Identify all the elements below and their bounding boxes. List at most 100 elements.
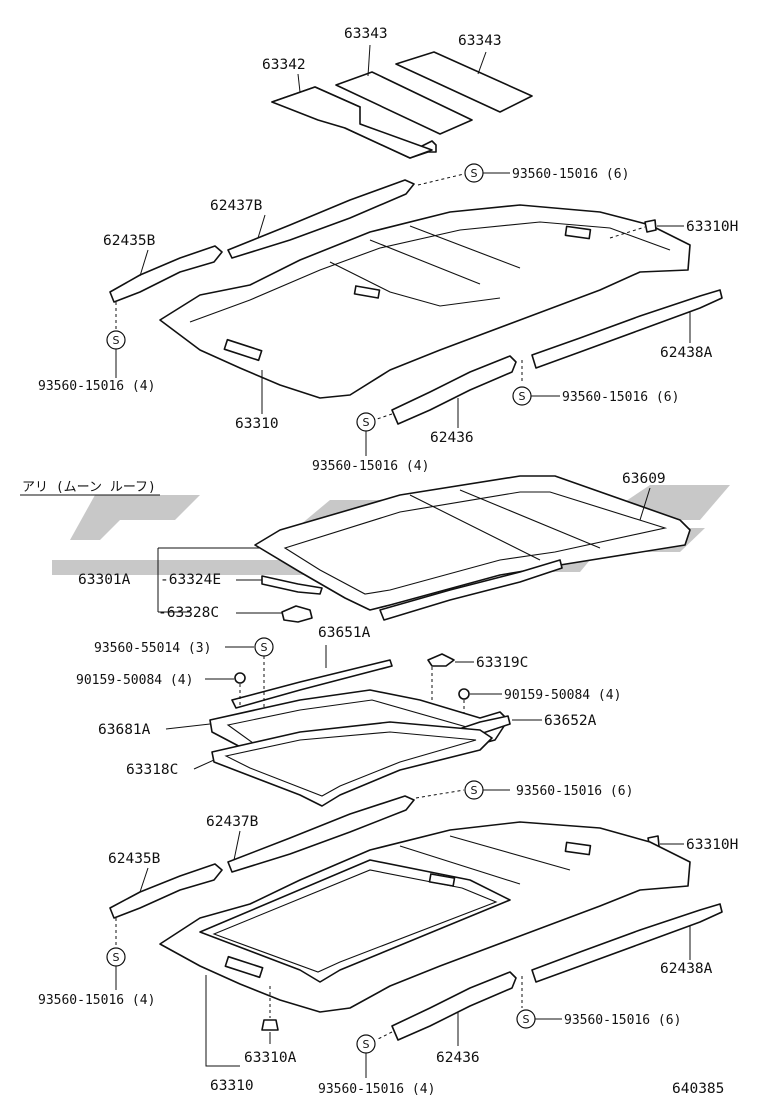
label-bolt-low-mid-right: 93560-15016 (6) [564, 1013, 681, 1028]
frame-63609 [254, 475, 691, 611]
rear-lamp-opening [564, 225, 592, 240]
label-62435b-bot: 62435B [108, 851, 161, 867]
s-text-low-left: S [113, 951, 120, 964]
label-62435b-top: 62435B [103, 233, 156, 249]
pad-63343-b [395, 51, 533, 113]
clip-63328c [281, 605, 313, 623]
dash-bolt-mid-left [373, 413, 393, 421]
label-63310h-bot: 63310H [686, 837, 738, 853]
strip-63651a [231, 659, 393, 709]
label-63318c: 63318C [126, 762, 178, 778]
rear-lamp-opening-bottom [564, 841, 592, 856]
leader-63342 [297, 73, 301, 93]
rail-62435b-top [109, 245, 223, 303]
pad-63342-front [271, 86, 433, 159]
seal-63318c [211, 721, 493, 807]
rail-62436-top [391, 355, 517, 425]
label-bolt-mid-right: 93560-15016 (6) [562, 390, 679, 405]
label-62437b-bot: 62437B [206, 814, 259, 830]
leader-62435b-bot [139, 867, 149, 893]
screw-right-head [458, 688, 470, 700]
s-text-low-mid-right: S [523, 1013, 530, 1026]
label-62436-top: 62436 [430, 430, 474, 446]
label-62438a-top: 62438A [660, 345, 713, 361]
leader-63681a [165, 723, 211, 730]
leader-62437b-bot [233, 830, 241, 861]
s-text-top-right: S [471, 167, 478, 180]
dash-bolt-low-right [415, 789, 465, 799]
label-63652a: 63652A [544, 713, 597, 729]
label-63342: 63342 [262, 57, 306, 73]
label-63310h-top: 63310H [686, 219, 738, 235]
leader-63609 [639, 487, 651, 521]
headliner-panel-line-3 [409, 225, 521, 269]
headliner-inner-line [189, 221, 671, 323]
label-63310a: 63310A [244, 1050, 297, 1066]
drain-rail-63651a [379, 559, 563, 621]
label-bolt-low-left: 93560-15016 (4) [38, 993, 155, 1008]
label-62437b-top: 62437B [210, 198, 263, 214]
leader-63343-a [367, 44, 371, 77]
label-63651a: 63651A [318, 625, 371, 641]
label-screw-left: 90159-50084 (4) [76, 673, 193, 688]
label-63343-a: 63343 [344, 26, 388, 42]
visor-opening [223, 338, 263, 362]
bracket-line-63301a [157, 547, 260, 613]
diagram-number: 640385 [672, 1081, 724, 1097]
visor-opening-bottom [224, 955, 264, 979]
dash-63310h-top [609, 226, 646, 239]
label-bolt-top-left: 93560-15016 (4) [38, 379, 155, 394]
bracket-line-63310-bot [205, 975, 240, 1067]
rail-62436-bot [391, 971, 517, 1041]
clip-63319c [427, 653, 455, 667]
rail-62437b-top [227, 179, 415, 259]
label-63343-b: 63343 [458, 33, 502, 49]
label-63609: 63609 [622, 471, 666, 487]
label-bolt-mid-left: 93560-15016 (4) [312, 459, 429, 474]
label-62436-bot: 62436 [436, 1050, 480, 1066]
label-63324e: -63324E [160, 572, 221, 588]
headliner-bottom-panel [399, 835, 571, 885]
clip-63310h-top [644, 219, 657, 233]
label-63681a: 63681A [98, 722, 151, 738]
label-63319c: 63319C [476, 655, 528, 671]
seal-63318c-inner [224, 731, 477, 797]
label-bolt-top-right: 93560-15016 (6) [512, 167, 629, 182]
leader-62437b-top [257, 214, 266, 239]
rail-62438a-top [531, 289, 723, 369]
sunroof-opening-inner [212, 869, 498, 973]
label-63328c: -63328C [158, 605, 219, 621]
s-text-top-left: S [113, 334, 120, 347]
label-screw-right: 90159-50084 (4) [504, 688, 621, 703]
s-text-55014: S [261, 641, 268, 654]
headliner-panel-line-2 [369, 239, 481, 285]
rail-62437b-bot [227, 795, 415, 873]
bracket-63324e [261, 575, 323, 595]
rail-62438a-bot [531, 903, 723, 983]
dome-lamp-opening [353, 285, 381, 299]
label-63310-top: 63310 [235, 416, 279, 432]
clip-63310a [261, 1019, 279, 1031]
section-title: アリ (ムーン ルーフ) [22, 480, 156, 495]
label-bolt-bottom: 93560-15016 (4) [318, 1082, 435, 1097]
screw-left-head [234, 672, 246, 684]
label-63301a: 63301A [78, 572, 131, 588]
s-text-low-right: S [471, 784, 478, 797]
s-text-bottom: S [363, 1038, 370, 1051]
switch-opening-bottom [428, 873, 456, 887]
rail-62435b-bot [109, 863, 223, 919]
dash-bolt-top-right [417, 173, 465, 186]
s-text-mid-left: S [363, 416, 370, 429]
dash-bolt-bottom [375, 1031, 393, 1041]
label-bolt-low-right: 93560-15016 (6) [516, 784, 633, 799]
s-text-mid-right: S [519, 390, 526, 403]
label-bolt-55014: 93560-55014 (3) [94, 641, 211, 656]
leader-63318c [193, 759, 215, 770]
label-63310-bot: 63310 [210, 1078, 254, 1094]
sunroof-opening [199, 859, 511, 983]
leader-63343-b [477, 51, 487, 75]
leader-62435b-top [139, 249, 149, 277]
headliner-panel-line-1 [329, 261, 501, 307]
